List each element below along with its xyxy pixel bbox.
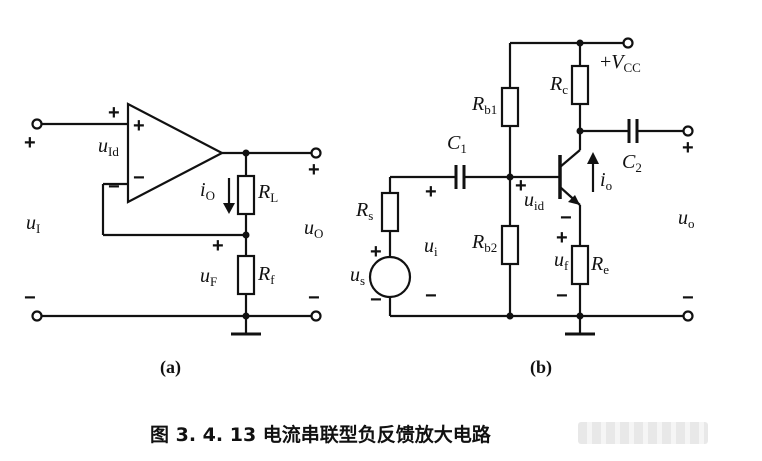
terminal-out-plus [310, 147, 322, 159]
emitter-arrow [568, 195, 580, 205]
us-minus-sign: − [370, 289, 382, 311]
transistor-collector [559, 149, 581, 168]
terminal-out-minus-b [682, 310, 694, 322]
rl-label: RL [257, 181, 278, 205]
i-o-label: iO [200, 179, 215, 203]
figure-caption: 图 3. 4. 13 电流串联型负反馈放大电路 [150, 424, 491, 446]
terminal-out-plus-b [682, 125, 694, 137]
output-minus-label: − [308, 287, 320, 309]
opamp-inverting-sign: − [133, 167, 145, 189]
input-plus-label: + [24, 132, 36, 154]
ui-label: ui [424, 235, 438, 259]
rc-label: Rc [549, 73, 568, 97]
resistor-rf [236, 254, 256, 296]
us-label: us [350, 264, 365, 288]
ui-minus-sign: − [425, 285, 437, 307]
u-in-label: uI [26, 212, 40, 236]
panel-b: +VCC Rb1 Rb2 Rc Re Rs C1 C2 us ui uid uf… [350, 37, 695, 378]
c1-label: C1 [447, 132, 467, 156]
opamp-input-plus-label: + [108, 102, 120, 124]
output-plus-label: + [308, 159, 320, 181]
re-label: Re [590, 253, 609, 277]
uf-label: uf [554, 249, 569, 273]
op-amp [126, 102, 225, 204]
u-out-label: uO [304, 217, 323, 241]
resistor-re [570, 244, 590, 286]
uid-minus-sign: − [560, 207, 572, 229]
terminal-in-minus [31, 310, 43, 322]
resistor-rc [570, 64, 590, 106]
uid-plus-sign: + [515, 175, 527, 197]
rb2-label: Rb2 [471, 231, 497, 255]
uf-plus-sign: + [556, 227, 568, 249]
opamp-input-minus-label: − [108, 176, 120, 198]
watermark [578, 422, 708, 444]
uid-label: uid [524, 189, 545, 213]
terminal-in-plus [31, 118, 43, 130]
u-id-label: uId [98, 135, 119, 159]
u-f-label: uF [200, 265, 217, 289]
uo-plus-sign: + [682, 137, 694, 159]
us-plus-sign: + [370, 241, 382, 263]
resistor-rb2 [500, 224, 520, 266]
ui-plus-sign: + [425, 181, 437, 203]
terminal-vcc [622, 37, 634, 49]
rs-label: Rs [355, 199, 373, 223]
uf-plus-label: + [212, 235, 224, 257]
vcc-label: +VCC [600, 51, 641, 75]
input-minus-label: − [24, 287, 36, 309]
panel-a: + + − − + − + − + uI uId iO RL Rf uF uO … [24, 102, 323, 378]
panel-b-label: (b) [530, 357, 552, 378]
terminal-out-minus [310, 310, 322, 322]
uo-label: uo [678, 207, 695, 231]
uf-minus-sign: − [556, 285, 568, 307]
resistor-rl [236, 174, 256, 216]
rb1-label: Rb1 [471, 93, 497, 117]
uo-minus-sign: − [682, 287, 694, 309]
resistor-rb1 [500, 86, 520, 128]
c2-label: C2 [622, 151, 642, 175]
resistor-rs [380, 191, 400, 233]
rf-label: Rf [257, 263, 275, 287]
opamp-noninverting-sign: + [133, 115, 145, 137]
panel-a-label: (a) [160, 357, 181, 378]
io-label: io [600, 169, 612, 193]
